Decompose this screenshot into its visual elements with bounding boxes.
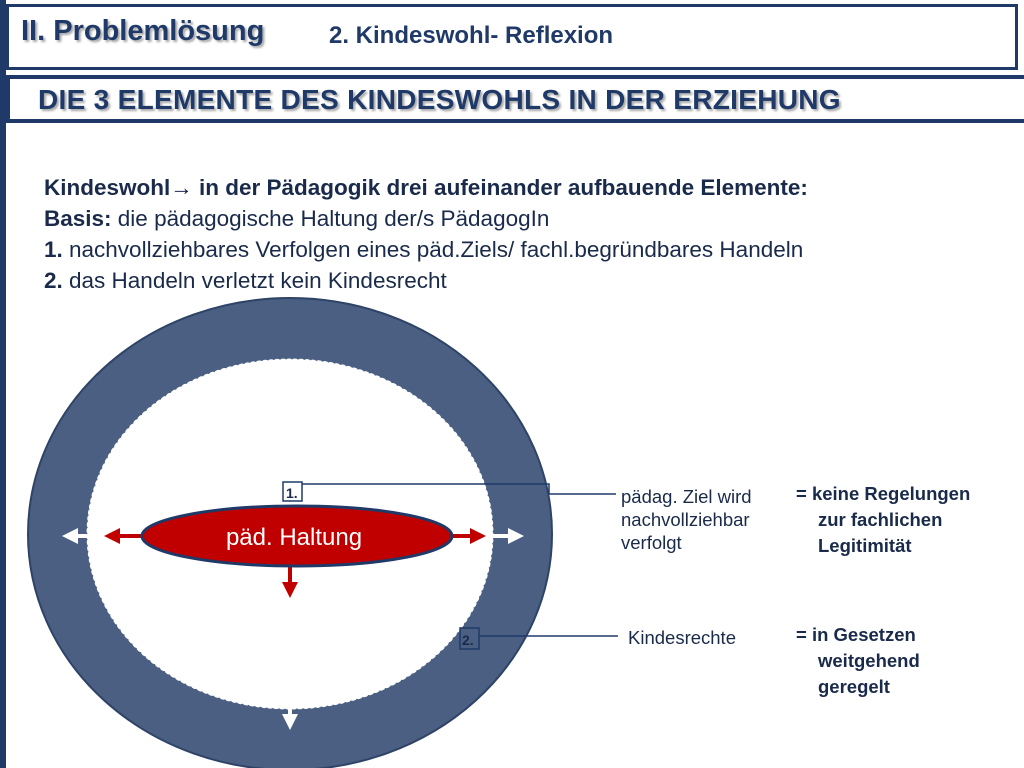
- item-2-label: 2.: [44, 268, 63, 293]
- item-1-text: nachvollziehbares Verfolgen eines päd.Zi…: [62, 237, 804, 262]
- connector-1: [302, 483, 616, 495]
- left-frame-bar: [0, 0, 6, 768]
- note-2-line-2: weitgehend: [818, 650, 920, 671]
- marker-1-box: [282, 481, 303, 502]
- note-1-line-2: zur fachlichen: [818, 509, 943, 530]
- haltung-ellipse: [140, 504, 454, 568]
- label-1-line-3: verfolgt: [621, 532, 682, 553]
- intro-line-basis: Basis: die pädagogische Haltung der/s Pä…: [44, 203, 1019, 234]
- section-banner: DIE 3 ELEMENTE DES KINDESWOHLS IN DER ER…: [6, 75, 1024, 123]
- slide-header: II. Problemlösung 2. Kindeswohl- Reflexi…: [6, 4, 1018, 70]
- intro-line-kindeswohl: Kindeswohl→ in der Pädagogik drei aufein…: [44, 175, 808, 200]
- label-2-line-1: Kindesrechte: [628, 627, 736, 648]
- intro-line-1: 1. nachvollziehbares Verfolgen eines päd…: [44, 234, 1019, 265]
- label-1-line-2: nachvollziehbar: [621, 509, 750, 530]
- item-2-text: das Handeln verletzt kein Kindesrecht: [62, 268, 447, 293]
- label-1: pädag. Ziel wird nachvollziehbar verfolg…: [621, 485, 752, 554]
- note-2-line-1: = in Gesetzen: [796, 624, 916, 645]
- marker-1-label: 1.: [286, 485, 298, 501]
- item-1-label: 1.: [44, 237, 63, 262]
- intro-line-2: 2. das Handeln verletzt kein Kindesrecht: [44, 265, 1019, 296]
- intro-text: Kindeswohl→ in der Pädagogik drei aufein…: [44, 172, 1019, 296]
- note-1-line-3: Legitimität: [818, 535, 912, 556]
- slide-subtitle: 2. Kindeswohl- Reflexion: [329, 22, 614, 49]
- note-2-line-3: geregelt: [818, 676, 890, 697]
- note-1: = keine Regelungen zur fachlichen Legiti…: [796, 481, 970, 559]
- label-1-line-1: pädag. Ziel wird: [621, 486, 752, 507]
- marker-2-label: 2.: [462, 632, 474, 648]
- slide-title: II. Problemlösung: [21, 15, 265, 47]
- label-2: Kindesrechte: [628, 626, 736, 649]
- basis-text: die pädagogische Haltung der/s PädagogIn: [111, 206, 550, 231]
- ring-outline: [27, 297, 553, 768]
- banner-title: DIE 3 ELEMENTE DES KINDESWOHLS IN DER ER…: [38, 84, 841, 115]
- note-2: = in Gesetzen weitgehend geregelt: [796, 622, 920, 700]
- marker-2-box: [459, 627, 480, 650]
- note-1-line-1: = keine Regelungen: [796, 483, 971, 504]
- haltung-label: päd. Haltung: [226, 524, 362, 551]
- basis-label: Basis:: [44, 206, 112, 231]
